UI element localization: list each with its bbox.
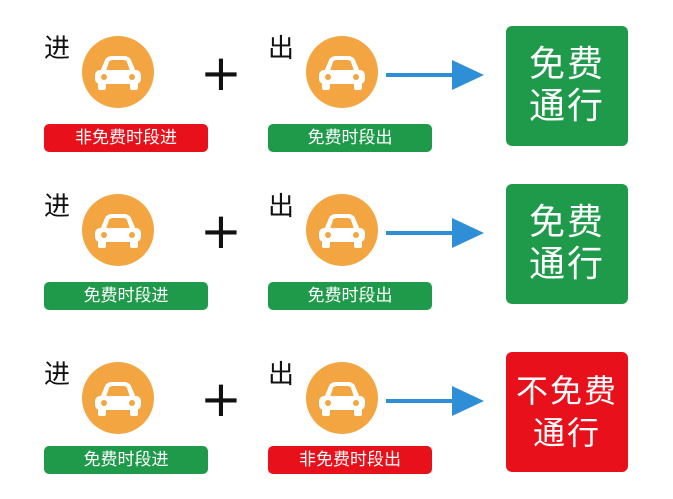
exit-car-icon (306, 362, 378, 434)
entry-time-tag: 非免费时段进 (44, 124, 208, 152)
entry-car-icon (82, 36, 154, 108)
entry-time-tag: 免费时段进 (44, 282, 208, 310)
exit-time-tag: 非免费时段出 (268, 446, 432, 474)
result-line-2: 通行 (528, 86, 605, 127)
exit-time-tag: 免费时段出 (268, 282, 432, 310)
entry-label: 进 (44, 192, 71, 222)
right-arrow-icon (386, 386, 484, 416)
car-icon (95, 56, 141, 90)
result-line-1: 免费 (528, 44, 605, 85)
car-icon (319, 382, 365, 416)
right-arrow-icon (386, 60, 484, 90)
rule-row-1: 进 非免费时段进 + 出 免费时段出 免费 通行 (0, 18, 673, 158)
entry-label: 进 (44, 34, 71, 64)
right-arrow-icon (386, 218, 484, 248)
exit-label: 出 (268, 34, 295, 64)
entry-time-tag: 免费时段进 (44, 446, 208, 474)
result-badge: 不免费 通行 (506, 352, 628, 472)
result-badge: 免费 通行 (506, 26, 628, 146)
entry-car-icon (82, 194, 154, 266)
result-line-2: 通行 (532, 414, 601, 452)
car-icon (319, 56, 365, 90)
rule-row-2: 进 免费时段进 + 出 免费时段出 免费 通行 (0, 176, 673, 316)
entry-car-icon (82, 362, 154, 434)
exit-label: 出 (268, 192, 295, 222)
entry-label: 进 (44, 360, 71, 390)
result-line-1: 不免费 (515, 372, 618, 410)
exit-car-icon (306, 36, 378, 108)
rule-row-3: 进 免费时段进 + 出 非免费时段出 不免费 通行 (0, 344, 673, 484)
result-line-1: 免费 (528, 202, 605, 243)
result-line-2: 通行 (528, 244, 605, 285)
car-icon (95, 382, 141, 416)
exit-car-icon (306, 194, 378, 266)
car-icon (319, 214, 365, 248)
plus-sign: + (200, 202, 242, 260)
car-icon (95, 214, 141, 248)
plus-sign: + (200, 44, 242, 102)
result-badge: 免费 通行 (506, 184, 628, 304)
plus-sign: + (200, 370, 242, 428)
exit-time-tag: 免费时段出 (268, 124, 432, 152)
exit-label: 出 (268, 360, 295, 390)
